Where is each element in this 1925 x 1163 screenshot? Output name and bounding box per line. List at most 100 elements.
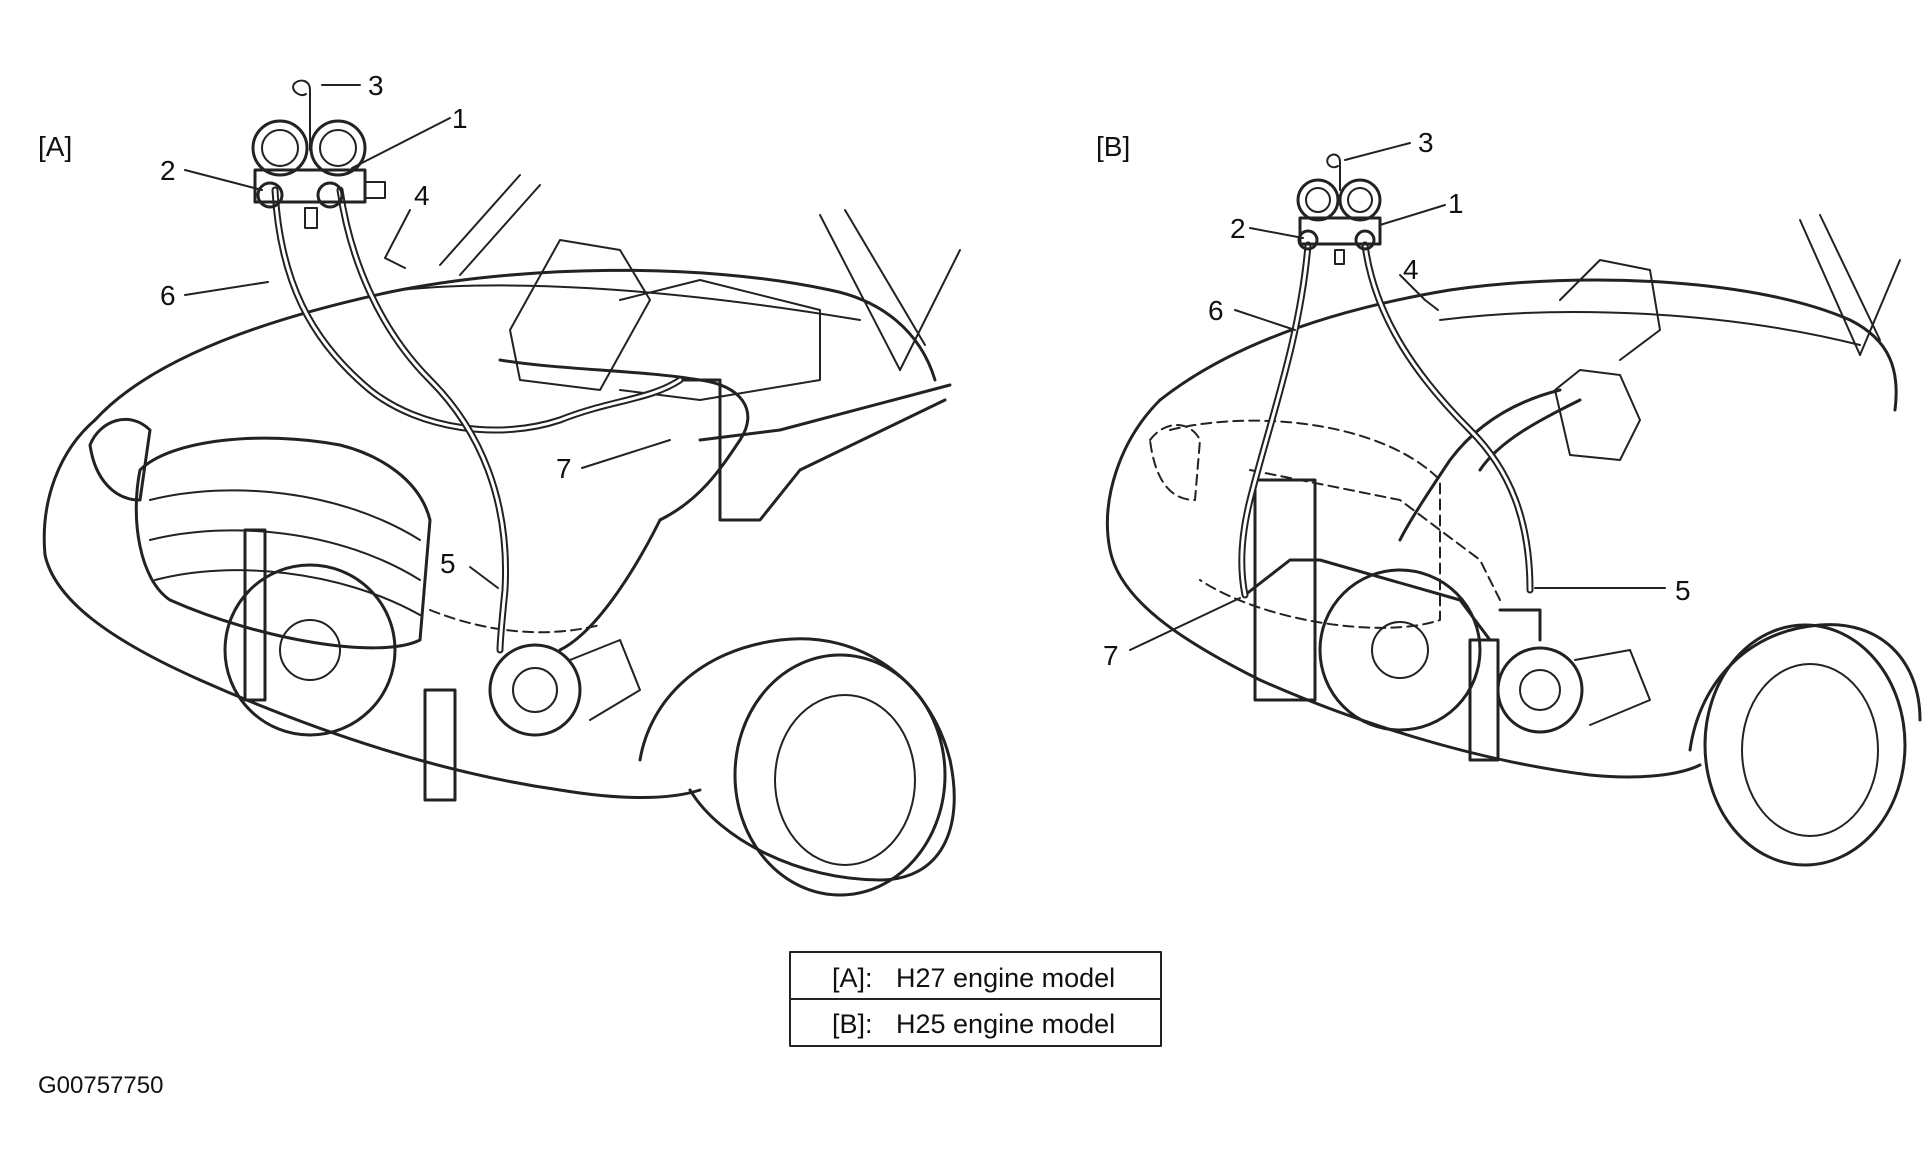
- panel-a-callout-1: 1: [452, 103, 468, 134]
- panel-a-leader-7: [581, 439, 671, 469]
- panel-b-hidden-pipe: [1249, 469, 1501, 601]
- panel-a-center-port: [304, 207, 318, 229]
- panel-b-hose-high: [1361, 241, 1534, 594]
- panel-b-callout-3: 3: [1418, 127, 1434, 158]
- panel-a-grille-bar-3: [154, 569, 421, 616]
- panel-a-intake: [509, 239, 651, 391]
- panel-a-compressor-body: [569, 639, 641, 721]
- panel-a-hood-outline: [93, 268, 937, 422]
- panel-b-callout-6: 6: [1208, 295, 1224, 326]
- panel-a-callout-2: 2: [160, 155, 176, 186]
- panel-a-grille-bar-2: [149, 529, 421, 581]
- panel-a-illustration: [42, 79, 961, 897]
- panel-b-gauge-high: [1338, 178, 1382, 222]
- panel-b-hood-edge-3: [1859, 259, 1901, 356]
- panel-a-firewall: [399, 284, 861, 321]
- panel-a-fan: [223, 563, 397, 737]
- panel-b-leader-2: [1249, 227, 1304, 239]
- panel-a-manifold-gauge: [251, 79, 386, 229]
- panel-b-wheel-inner: [1741, 663, 1879, 837]
- panel-b-manifold-body: [1298, 216, 1382, 246]
- panel-a-pipe-1: [498, 358, 750, 522]
- panel-a-callout-3: 3: [368, 70, 384, 101]
- panel-a-intake-2: [619, 279, 821, 401]
- panel-b-evaporator: [1554, 369, 1641, 461]
- panel-b-firewall: [1439, 311, 1861, 346]
- panel-a-pipe-2: [678, 378, 947, 522]
- panel-b-hood-outline: [1158, 278, 1898, 412]
- panel-a-callout-7: 7: [556, 453, 572, 484]
- panel-b-hidden-headlight: [1149, 424, 1201, 501]
- panel-a-compressor: [488, 643, 582, 737]
- panel-b-front-body: [1106, 398, 1702, 779]
- panel-a-grille: [134, 436, 432, 650]
- panel-b-pipe-2: [1478, 398, 1582, 472]
- panel-b-fender: [1688, 623, 1922, 752]
- panel-a-headlight: [88, 417, 152, 502]
- panel-a-gauge-high: [309, 119, 367, 177]
- panel-b-hook: [1326, 153, 1341, 191]
- panel-b-condenser: [1253, 478, 1317, 702]
- panel-b-hidden-grille: [1169, 419, 1441, 629]
- panel-a-receiver-drier: [423, 688, 457, 802]
- panel-a-wheel-inner: [774, 694, 916, 866]
- legend-table: [A]: H27 engine model [B]: H25 engine mo…: [789, 951, 1162, 1047]
- panel-b-receiver-drier: [1468, 638, 1500, 762]
- panel-a-callout-6: 6: [160, 280, 176, 311]
- panel-b-leader-3: [1344, 142, 1411, 161]
- panel-a-hood-strut-2: [459, 184, 541, 276]
- panel-a-pipe-4: [558, 518, 662, 652]
- panel-a-callout-5: 5: [440, 548, 456, 579]
- panel-b-callout-4: 4: [1403, 254, 1419, 285]
- panel-a-hood-edge-2: [844, 209, 926, 346]
- panel-b-pipe-4: [1498, 608, 1542, 642]
- panel-b-illustration: [1106, 142, 1922, 867]
- panel-a-label: [A]: [38, 131, 72, 162]
- panel-b-valve-low: [1297, 229, 1319, 251]
- panel-a-pipe-3: [698, 383, 952, 442]
- panel-b-compressor-body: [1574, 649, 1651, 726]
- panel-b-callout-2: 2: [1230, 213, 1246, 244]
- panel-a-hood-strut-1: [439, 174, 521, 266]
- legend-row-a-key: [A]:: [832, 963, 873, 993]
- panel-a-compressor-pulley: [512, 667, 558, 713]
- panel-a-leader-6: [184, 281, 269, 296]
- panel-b-manifold-gauge: [1296, 153, 1382, 265]
- panel-a-hood-edge: [819, 214, 901, 371]
- legend-row-a-text: H27 engine model: [896, 963, 1115, 993]
- panel-b-gauge-low: [1296, 178, 1340, 222]
- panel-a-leader-2: [184, 169, 263, 191]
- panel-b-pipe-3: [1243, 558, 1492, 642]
- panel-a-valve-low: [256, 181, 284, 209]
- panel-a-grille-bar-1: [149, 489, 421, 541]
- panel-b-front-wheel: [1703, 623, 1907, 867]
- panel-b-callout-7: 7: [1103, 640, 1119, 671]
- panel-a-valve-high: [316, 181, 344, 209]
- panel-a-front-body: [42, 418, 702, 799]
- panel-a-leader-5: [469, 566, 499, 589]
- panel-a-hook: [292, 79, 311, 151]
- panel-b-fan: [1318, 568, 1482, 732]
- panel-a-hood-edge-3: [899, 249, 961, 371]
- panel-b-leader-7: [1129, 597, 1241, 651]
- panel-a-manifold-body: [253, 168, 367, 204]
- panel-a-front-wheel: [733, 653, 947, 897]
- panel-a-side-fitting: [364, 181, 386, 199]
- panel-a-callout-4: 4: [414, 180, 430, 211]
- panel-b-leader-6: [1234, 309, 1296, 331]
- legend-row-b-text: H25 engine model: [896, 1009, 1115, 1039]
- panel-b-hood-edge-2: [1819, 214, 1881, 341]
- panel-b-leader-4: [1399, 274, 1439, 311]
- panel-a-condenser: [243, 528, 267, 702]
- panel-a-gauge-low: [251, 119, 309, 177]
- panel-a-hose-low: [271, 186, 684, 434]
- panel-b-leader-1: [1379, 204, 1446, 226]
- panel-a-leader-1: [351, 117, 451, 169]
- panel-b-callout-5: 5: [1675, 575, 1691, 606]
- panel-a-hidden-pipe: [429, 609, 601, 634]
- panel-b-callout-1: 1: [1448, 188, 1464, 219]
- panel-a-leader-4: [384, 209, 411, 269]
- panel-b-compressor: [1496, 646, 1584, 734]
- panel-b-valve-high: [1354, 229, 1376, 251]
